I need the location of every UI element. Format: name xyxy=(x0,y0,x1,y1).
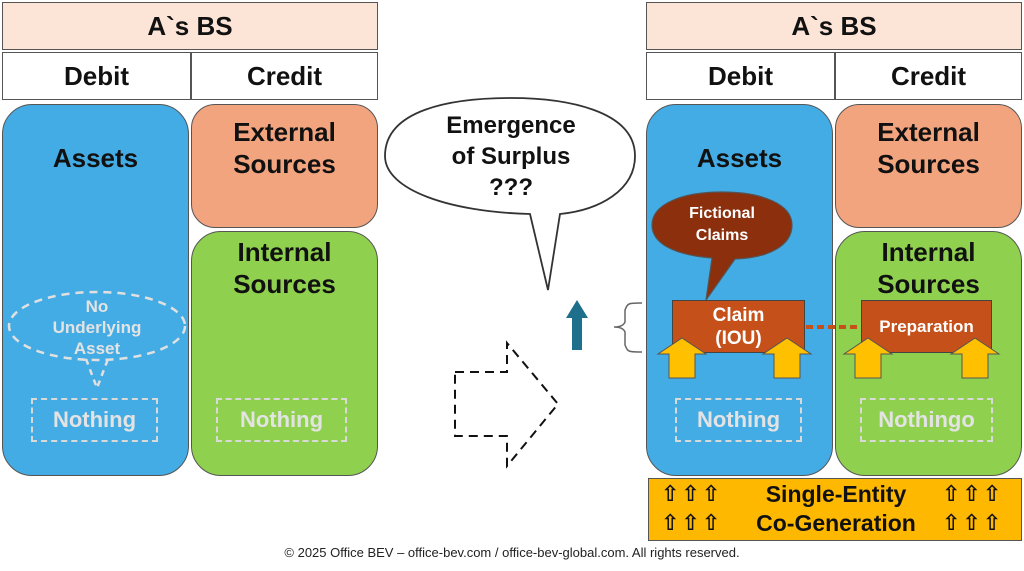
banner-arrows-tr: ⇧⇧⇧ xyxy=(942,481,1004,506)
copyright-footer: © 2025 Office BEV – office-bev.com / off… xyxy=(284,545,740,560)
note-line3: Asset xyxy=(73,339,121,358)
left-internal-sources-label: Internal Sources xyxy=(191,236,378,300)
claim-line2: (IOU) xyxy=(715,327,762,349)
left-nothing-sources-label: Nothing xyxy=(239,407,324,432)
note-line1: No xyxy=(85,297,109,316)
right-external-line1: External xyxy=(877,117,980,147)
right-nothing-sources-label: Nothingo xyxy=(878,407,975,432)
banner-arrows-bl: ⇧⇧⇧ xyxy=(661,510,723,535)
left-nothing-assets-label: Nothing xyxy=(52,407,137,432)
right-internal-sources-label: Internal Sources xyxy=(835,236,1022,300)
right-external-sources-box xyxy=(835,104,1022,228)
right-assets-label: Assets xyxy=(696,143,783,173)
bubble-line2: of Surplus xyxy=(451,143,571,170)
banner-line1: Single-Entity xyxy=(765,481,907,507)
right-nothing-assets-label: Nothing xyxy=(696,407,781,432)
note-line2: Underlying xyxy=(52,318,142,337)
speech-bubble-text: Emergence of Surplus ??? xyxy=(400,110,622,203)
right-nothing-assets: Nothing xyxy=(675,398,802,442)
right-external-line2: Sources xyxy=(877,149,980,179)
right-bs-header: A`s BS xyxy=(646,2,1022,50)
left-external-line1: External xyxy=(233,117,336,147)
left-bs-title: A`s BS xyxy=(147,10,233,41)
bubble-line3: ??? xyxy=(489,174,533,201)
left-internal-line1: Internal xyxy=(237,237,332,267)
left-external-sources-box xyxy=(191,104,378,228)
right-credit-header: Credit xyxy=(835,52,1022,100)
fictional-claims-text: Fictional Claims xyxy=(660,203,784,247)
banner-arrows-tl: ⇧⇧⇧ xyxy=(661,481,723,506)
banner-arrows-br: ⇧⇧⇧ xyxy=(942,510,1004,535)
no-underlying-asset-callout xyxy=(7,290,187,392)
right-debit-label: Debit xyxy=(708,60,773,91)
fictional-line1: Fictional xyxy=(689,205,755,222)
left-assets-label: Assets xyxy=(52,143,139,173)
left-internal-line2: Sources xyxy=(233,269,336,299)
left-bs-header: A`s BS xyxy=(2,2,378,50)
claim-iou-box: Claim (IOU) xyxy=(672,300,805,353)
left-external-line2: Sources xyxy=(233,149,336,179)
right-internal-line2: Sources xyxy=(877,269,980,299)
right-internal-line1: Internal xyxy=(881,237,976,267)
left-external-sources-label: External Sources xyxy=(191,116,378,180)
banner-line2: Co-Generation xyxy=(756,510,916,536)
right-external-sources-label: External Sources xyxy=(835,116,1022,180)
left-nothing-assets: Nothing xyxy=(31,398,158,442)
right-credit-label: Credit xyxy=(890,60,967,91)
preparation-label: Preparation xyxy=(879,316,974,336)
bubble-line1: Emergence xyxy=(446,112,576,139)
claim-line1: Claim xyxy=(712,304,765,326)
right-nothing-sources: Nothingo xyxy=(860,398,993,442)
left-credit-label: Credit xyxy=(246,60,323,91)
left-debit-header: Debit xyxy=(2,52,191,100)
co-generation-banner: ⇧⇧⇧ ⇧⇧⇧ ⇧⇧⇧ ⇧⇧⇧ Single-Entity Co-Generat… xyxy=(648,478,1022,541)
right-bs-title: A`s BS xyxy=(791,10,877,41)
no-underlying-asset-text: No Underlying Asset xyxy=(10,296,184,359)
left-nothing-sources: Nothing xyxy=(216,398,347,442)
left-debit-label: Debit xyxy=(64,60,129,91)
preparation-box: Preparation xyxy=(861,300,992,353)
left-credit-header: Credit xyxy=(191,52,378,100)
fictional-line2: Claims xyxy=(695,227,749,244)
right-debit-header: Debit xyxy=(646,52,835,100)
